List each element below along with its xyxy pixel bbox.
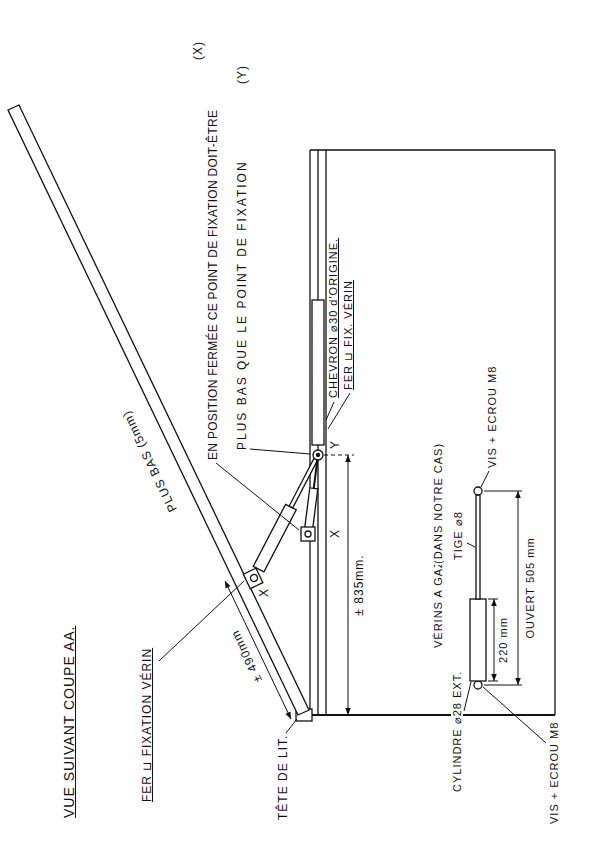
drawing-label: (DANS NOTRE CAS) (432, 442, 444, 565)
pivot-y (313, 450, 323, 460)
u-iron (312, 300, 324, 445)
drawing-label: Y (329, 439, 342, 450)
bed-frame (296, 150, 555, 721)
gas-strut-detail (470, 487, 522, 689)
drawing-label: EN POSITION FERMÉE CE POINT DE FIXATION … (207, 109, 220, 461)
bed-lid (8, 105, 309, 715)
drawing-label: FER ⊔ FIXATION VÉRIN (141, 647, 154, 803)
drawing-label: X (258, 587, 271, 598)
drawing-label: 220 mm (497, 616, 509, 664)
drawing-label: X (329, 528, 342, 539)
drawing-label: OUVERT 505 mm (524, 536, 536, 639)
drawing-label: CHEVRON ⌀30 d'ORIGINE. (327, 237, 339, 399)
drawing-label: TÊTE DE LIT. (277, 734, 290, 821)
drawing-label: (Y) (236, 64, 249, 85)
drawing-label: VIS + ECROU M8 (486, 365, 498, 469)
view-title: VUE SUIVANT COUPE AA. (62, 625, 77, 819)
drawing-label: ± 835mm. (353, 553, 366, 616)
drawing-label: VÉRINS A GAZ (432, 559, 444, 649)
closed-bracket (301, 527, 315, 541)
drawing-label: (X) (192, 40, 205, 61)
drawing-label: CYLINDRE ⌀28 EXT. (451, 670, 463, 793)
drawing-label: FER ⊔ FIX. VÉRIN (342, 279, 354, 391)
gas-strut-open (253, 449, 325, 572)
drawing-label: VIS + ECROU M8 (548, 721, 560, 825)
dim-835 (348, 455, 349, 715)
lid-bracket (243, 568, 263, 588)
dim-490 (225, 581, 291, 719)
drawing-label: PLUS BAS QUE LE POINT DE FIXATION (236, 159, 249, 451)
gas-strut-closed (305, 459, 322, 528)
drawing-label: TIGE ⌀8 (452, 510, 464, 561)
